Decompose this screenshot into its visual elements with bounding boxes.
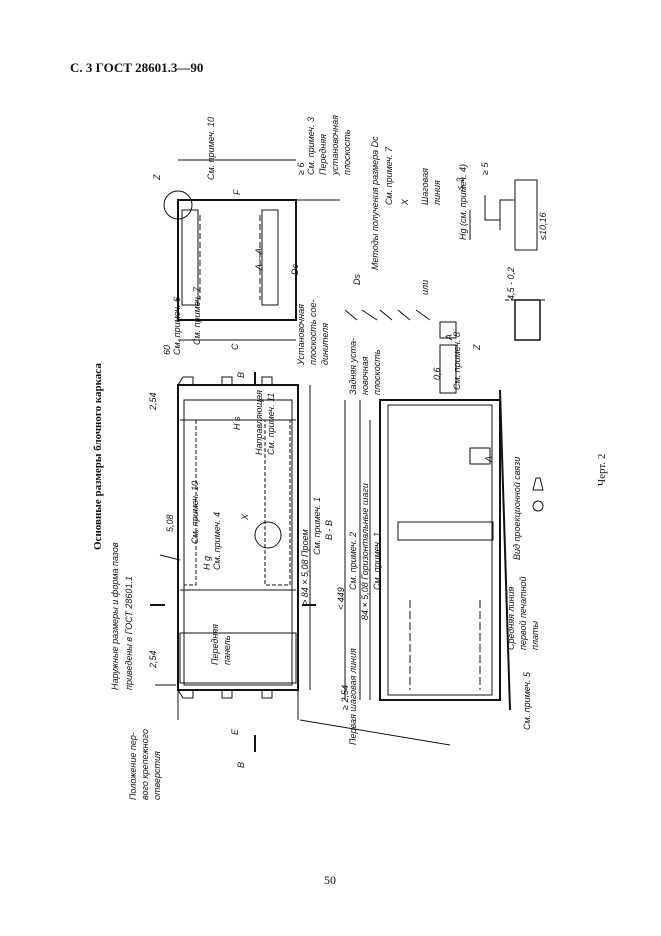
label-ge6: ≥ 6 [296, 162, 306, 175]
front-view [150, 372, 316, 752]
label-see3: См. примеч. 3 [306, 117, 316, 175]
section-a-a [163, 159, 340, 341]
label-hg: H g [202, 555, 212, 570]
label-Dc: Dc [290, 264, 300, 275]
label-A-box: A [484, 455, 494, 462]
dim-254-a: 2,54 [148, 650, 158, 668]
label-see10-b: См. примеч. 10 [206, 117, 216, 180]
label-rear-plane3: плоскость [372, 349, 382, 395]
label-B-bottom: B [236, 761, 246, 768]
label-Z: Z [152, 174, 162, 181]
page-number: 50 [324, 873, 336, 887]
label-hole-pos3: отверстия [152, 751, 162, 800]
label-lt449: < 449 [336, 587, 346, 610]
label-guide: Направляющая [254, 390, 264, 455]
label-view-proj: Вид проекционной связи [512, 456, 522, 560]
label-conn-plane3: динителя [320, 322, 330, 365]
label-see6: См. примеч. 6 [172, 297, 182, 355]
page-header: С. 3 ГОСТ 28601.3—90 [70, 60, 204, 75]
label-see1-b: См. примеч. 1 [372, 532, 382, 590]
label-dim45: 4,5 - 0,2 [506, 266, 516, 300]
label-board: платы [530, 620, 540, 650]
label-conn-plane2: плоскость сое- [308, 299, 318, 365]
label-hole-pos: Положение пер- [128, 732, 138, 800]
label-see11: См. примеч. 11 [266, 392, 276, 455]
label-see7: См. примеч. 7 [192, 287, 202, 345]
label-horiz: 84 × 5,08 Горизонтальные шаги [360, 483, 370, 620]
dim-254-b: 2,54 [148, 392, 158, 410]
label-see2: См. примеч. 2 [348, 532, 358, 590]
label-see10: См. примеч. 10 [190, 481, 200, 544]
label-sec-aa: А – А [254, 247, 264, 270]
label-conn-plane: Установочная [296, 304, 306, 365]
label-hs: H s [232, 416, 242, 431]
label-method: Методы получения размера Dc [370, 136, 380, 270]
label-sec-bb: В - В [324, 519, 334, 540]
label-shaft2: линия [432, 180, 442, 205]
label-Ds: Ds [352, 274, 362, 285]
label-proem: > 84 × 5,08 Проем [300, 529, 310, 605]
label-rear-plane: Задняя уста- [348, 338, 358, 395]
label-hg-see: Hg (см. примеч. 4) [458, 164, 468, 240]
label-lt3: ≤ 3 [455, 177, 465, 190]
side-view [309, 385, 544, 711]
label-B-top: B [236, 371, 246, 378]
label-X: X [240, 513, 250, 520]
label-F: F [232, 189, 242, 196]
label-see8: См. примеч. 8 [452, 332, 462, 390]
label-C: C [230, 343, 240, 351]
label-tol: 0,6 [432, 367, 442, 380]
label-or: или [420, 279, 430, 295]
label-Z-detail: Z [472, 344, 482, 351]
label-front-plane: Передняя [318, 134, 328, 175]
label-first-pitch: Первая шаговая линия [348, 648, 358, 745]
label-outer-dims: Наружные размеры и форма пазов [110, 542, 120, 690]
label-dim60: 60 [162, 344, 172, 355]
label-E: E [230, 728, 240, 735]
label-hole-pos2: вого крепежного [140, 729, 150, 800]
dim-508: 5,08 [165, 514, 175, 532]
label-datum: А [444, 333, 454, 340]
label-lt106: ≤10,16 [538, 212, 548, 240]
label-front-panel: Передняя [210, 624, 220, 665]
label-outer-dims2: приведены в ГОСТ 28601.1 [124, 576, 134, 690]
detail-x-z [344, 179, 545, 394]
label-shaft: Шаговая [420, 168, 430, 205]
label-front-plane3: плоскость [342, 129, 352, 175]
label-see1-a: См. примеч. 1 [312, 497, 322, 555]
label-first-board: первой печатной [518, 576, 528, 650]
label-mid-line: Средняя линия [506, 586, 516, 650]
label-see4: См. примеч. 4 [212, 512, 222, 570]
label-see7-b: См. примеч. 7 [384, 147, 394, 205]
label-X-detail: X [400, 198, 410, 205]
label-ge5: ≥ 5 [480, 162, 490, 175]
label-front-panel2: панель [222, 635, 232, 665]
label-front-plane2: установочная [330, 115, 340, 175]
label-see5: См. примеч. 5 [522, 672, 532, 730]
label-rear-plane2: новочная [360, 356, 370, 395]
